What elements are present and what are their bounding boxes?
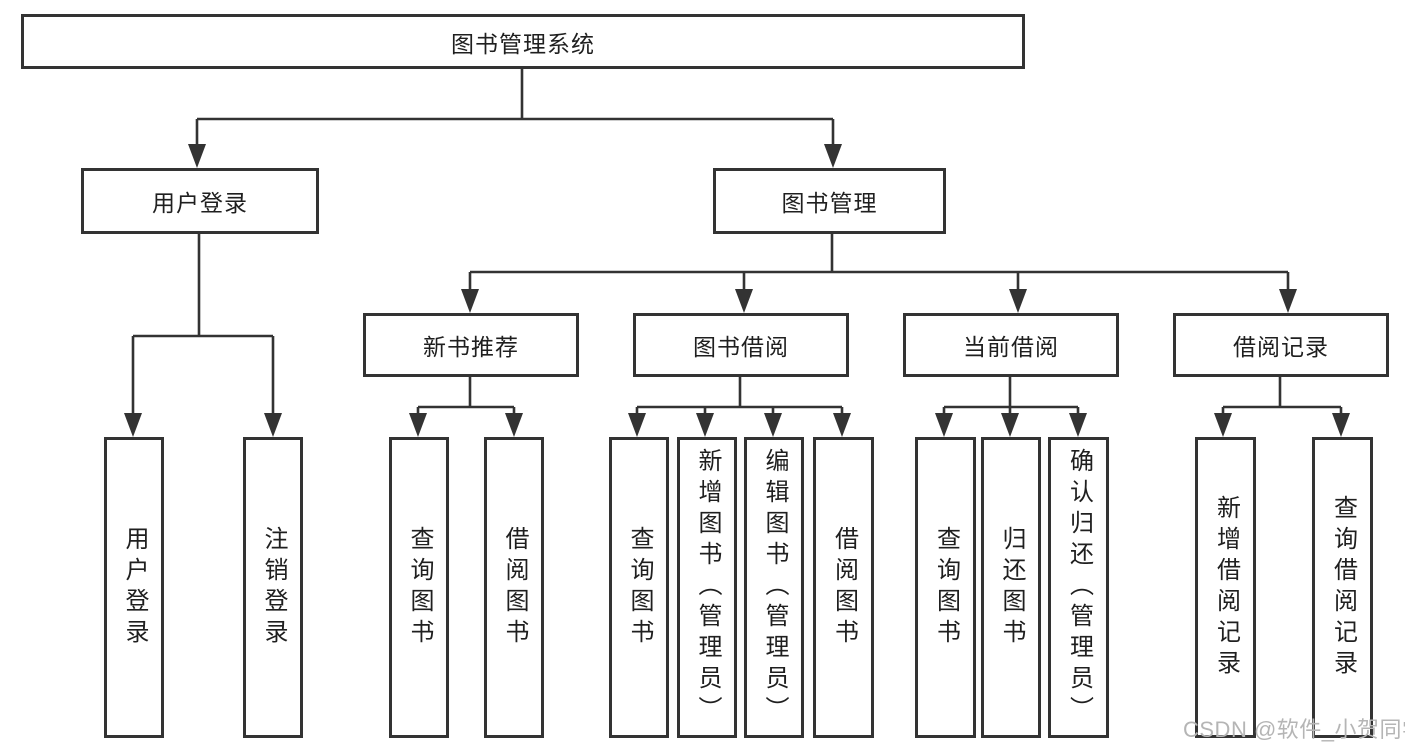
- node-book-management: 图书管理: [713, 168, 946, 234]
- node-borrow-records-label: 借阅记录: [1233, 334, 1329, 360]
- connector-new-book-recommend-to-leaves: [409, 377, 523, 437]
- leaf-br-add-record-label: 新增借阅记录: [1212, 494, 1240, 681]
- connector-book-borrow-to-leaves: [628, 377, 851, 437]
- leaf-bb-borrow-books: 借阅图书: [813, 437, 874, 738]
- leaf-nb-query-books: 查询图书: [389, 437, 449, 738]
- node-book-management-label: 图书管理: [781, 190, 878, 216]
- leaf-br-query-record: 查询借阅记录: [1312, 437, 1373, 738]
- node-current-borrow-label: 当前借阅: [963, 334, 1059, 360]
- leaf-bb-borrow-books-label: 借阅图书: [830, 525, 858, 650]
- leaf-bb-edit-books-admin-label: 编辑图书（管理员）: [761, 448, 788, 727]
- node-user-login-label: 用户登录: [152, 190, 248, 216]
- connector-book-management-to-sections: [461, 234, 1297, 313]
- leaf-nb-borrow-books-label: 借阅图书: [501, 525, 528, 650]
- node-root-label: 图书管理系统: [451, 30, 595, 57]
- leaf-cb-query-books-label: 查询图书: [932, 525, 960, 650]
- leaf-cb-return-books: 归还图书: [981, 437, 1041, 738]
- leaf-br-add-record: 新增借阅记录: [1195, 437, 1256, 738]
- leaf-bb-edit-books-admin: 编辑图书（管理员）: [744, 437, 804, 738]
- node-book-borrow: 图书借阅: [633, 313, 849, 377]
- connector-root-to-branches: [188, 68, 842, 168]
- leaf-user-login: 用户登录: [104, 437, 164, 738]
- leaf-br-query-record-label: 查询借阅记录: [1329, 494, 1357, 681]
- leaf-logout: 注销登录: [243, 437, 303, 738]
- leaf-cb-confirm-return-admin-label: 确认归还（管理员）: [1065, 448, 1093, 727]
- node-new-book-recommend: 新书推荐: [363, 313, 579, 377]
- leaf-user-login-label: 用户登录: [121, 525, 148, 650]
- node-user-login: 用户登录: [81, 168, 319, 234]
- leaf-bb-query-books-label: 查询图书: [626, 525, 653, 650]
- leaf-bb-query-books: 查询图书: [609, 437, 669, 738]
- node-new-book-recommend-label: 新书推荐: [423, 334, 519, 360]
- leaf-nb-query-books-label: 查询图书: [406, 525, 433, 650]
- leaf-bb-add-books-admin-label: 新增图书（管理员）: [694, 448, 721, 727]
- connector-current-borrow-to-leaves: [935, 377, 1087, 437]
- leaf-cb-query-books: 查询图书: [915, 437, 976, 738]
- node-current-borrow: 当前借阅: [903, 313, 1119, 377]
- connector-user-login-to-leaves: [124, 234, 282, 437]
- node-borrow-records: 借阅记录: [1173, 313, 1389, 377]
- node-book-borrow-label: 图书借阅: [693, 334, 789, 360]
- watermark-csdn: CSDN @软件_小贺同学: [1183, 717, 1405, 742]
- leaf-cb-confirm-return-admin: 确认归还（管理员）: [1048, 437, 1109, 738]
- connector-borrow-records-to-leaves: [1214, 377, 1350, 437]
- node-root: 图书管理系统: [21, 14, 1025, 69]
- leaf-cb-return-books-label: 归还图书: [998, 525, 1025, 650]
- leaf-logout-label: 注销登录: [260, 525, 287, 650]
- leaf-bb-add-books-admin: 新增图书（管理员）: [677, 437, 737, 738]
- leaf-nb-borrow-books: 借阅图书: [484, 437, 544, 738]
